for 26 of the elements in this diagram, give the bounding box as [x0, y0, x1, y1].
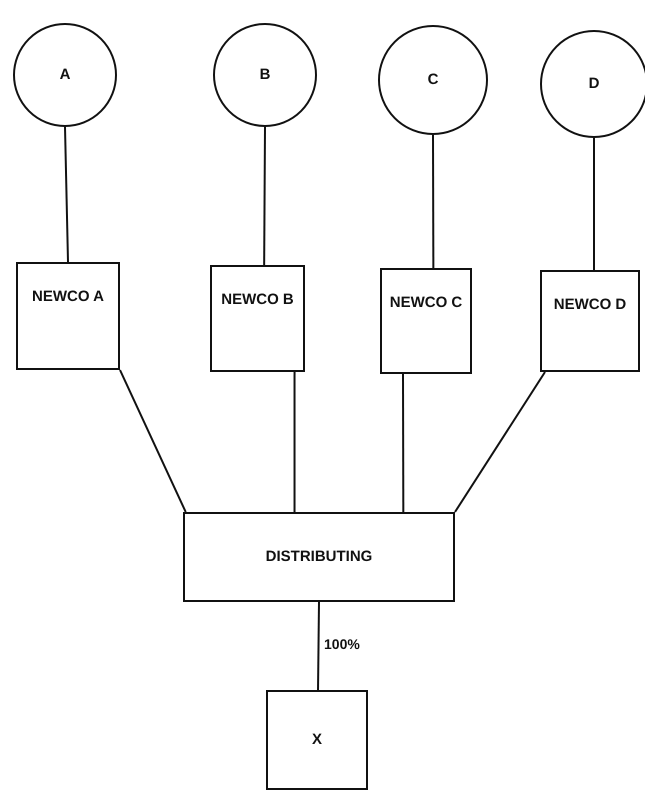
connector-line: [294, 372, 296, 512]
edge-label: 100%: [322, 636, 362, 652]
connector-line: [119, 370, 187, 512]
node-label: C: [428, 70, 438, 90]
node-label: A: [60, 65, 70, 85]
node-label: B: [260, 65, 270, 85]
node-label: NEWCO C: [390, 293, 462, 313]
connector-line: [593, 138, 595, 270]
connector-line: [432, 135, 434, 268]
node-label: NEWCO D: [554, 295, 626, 315]
connector-line: [402, 374, 404, 512]
entity-box: [183, 512, 455, 602]
node-label: D: [588, 74, 600, 94]
connector-line: [454, 371, 546, 513]
entity-box: [16, 262, 120, 370]
node-label: NEWCO B: [221, 290, 294, 310]
node-label: DISTRIBUTING: [266, 547, 372, 567]
node-label: NEWCO A: [32, 287, 104, 307]
connector-line: [317, 602, 320, 690]
entity-box: [266, 690, 368, 790]
entity-box: [380, 268, 472, 374]
connector-line: [64, 126, 69, 262]
connector-line: [263, 127, 266, 265]
node-label: X: [312, 730, 322, 750]
entity-box: [540, 270, 640, 372]
entity-box: [210, 265, 305, 372]
